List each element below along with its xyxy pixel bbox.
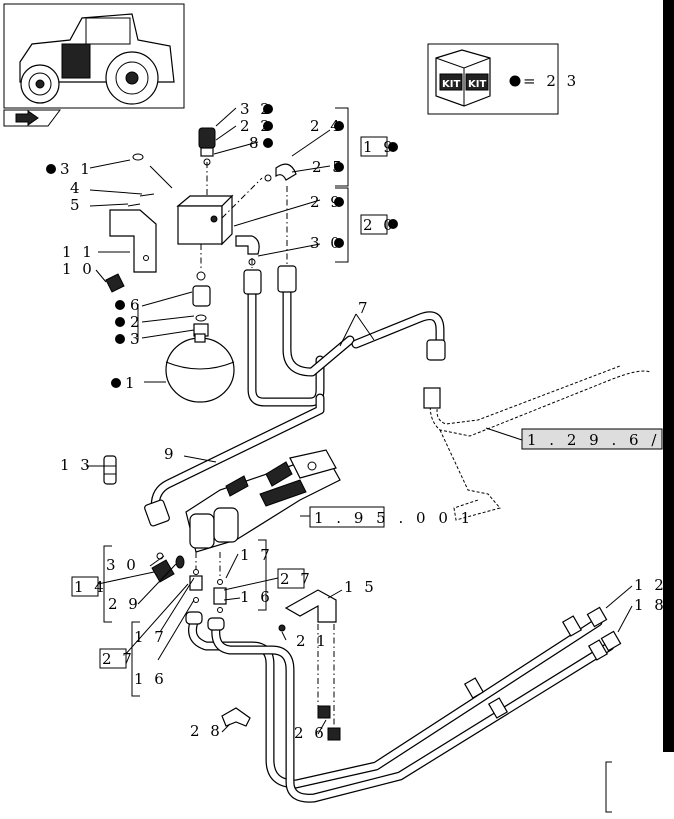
valve-block: [176, 194, 234, 246]
tractor-thumbnail[interactable]: [3, 3, 185, 109]
callout-27b[interactable]: 2 7: [99, 648, 135, 669]
callout-29b: 2 9: [108, 595, 141, 613]
svg-text:2 7: 2 7: [102, 650, 135, 668]
callout-15: 1 5: [344, 578, 377, 596]
callout-17a: 1 7: [240, 546, 273, 564]
callout-13: 1 3: [60, 456, 93, 474]
nav-arrow-box[interactable]: [3, 109, 61, 127]
callout-3: 3: [130, 330, 143, 348]
callout-24: 2 4: [310, 117, 343, 135]
callout-labels: 3 2 2 2 8 3 1 4 5 1 1 1 0 6 2 3 1 2 4 2 …: [46, 100, 667, 742]
callout-5: 5: [70, 196, 83, 214]
callout-31: 3 1: [60, 160, 93, 178]
kit-legend: KIT KIT = 2 3: [427, 43, 579, 115]
callout-25: 2 5: [312, 158, 345, 176]
callout-17b: 1 7: [134, 628, 167, 646]
reference-1-29-6-02[interactable]: 1 . 2 9 . 6 / 0 2: [521, 428, 674, 450]
kit-count-label: = 2 3: [523, 72, 579, 90]
svg-text:1 . 2 9 . 6 / 0 2: 1 . 2 9 . 6 / 0 2: [527, 431, 674, 449]
svg-text:1 9: 1 9: [363, 138, 396, 156]
svg-text:KIT: KIT: [442, 79, 460, 90]
svg-text:1 . 9 5 . 0 0 1: 1 . 9 5 . 0 0 1: [314, 509, 474, 527]
callout-16a: 1 6: [240, 588, 273, 606]
callout-1: 1: [125, 374, 138, 392]
callout-4: 4: [70, 179, 83, 197]
right-edge-bar: [663, 0, 674, 752]
kit-icon: KIT KIT: [435, 49, 491, 107]
callout-9: 9: [164, 445, 177, 463]
callout-30b: 3 0: [106, 556, 139, 574]
tractor-icon: [19, 13, 175, 105]
callout-30a: 3 0: [310, 234, 343, 252]
control-valve: [185, 449, 341, 553]
callout-22: 2 2: [240, 117, 273, 135]
callout-20[interactable]: 2 0: [360, 214, 396, 235]
callout-19[interactable]: 1 9: [360, 136, 396, 157]
callout-12: 1 2: [634, 576, 667, 594]
accumulator: [165, 333, 235, 403]
callout-16b: 1 6: [134, 670, 167, 688]
callout-2: 2: [130, 313, 143, 331]
callout-14[interactable]: 1 4: [71, 576, 107, 597]
callout-28: 2 8: [190, 722, 223, 740]
svg-text:1 4: 1 4: [74, 578, 107, 596]
leader-lines: [86, 107, 633, 735]
reference-1-95-0-01[interactable]: 1 . 9 5 . 0 0 1: [309, 506, 474, 528]
callout-27a[interactable]: 2 7: [277, 568, 313, 589]
linked-assembly-outline: [423, 365, 651, 521]
nav-arrow-icon: [15, 110, 39, 126]
callout-8: 8: [249, 134, 262, 152]
callout-32: 3 2: [240, 100, 273, 118]
callout-18: 1 8: [634, 596, 667, 614]
callout-21: 2 1: [296, 632, 329, 650]
callout-6: 6: [130, 296, 143, 314]
callout-7: 7: [358, 299, 371, 317]
pressure-switch: [198, 127, 216, 166]
callout-10: 1 0: [62, 260, 95, 278]
callout-11: 1 1: [62, 243, 95, 261]
svg-text:2 7: 2 7: [280, 570, 313, 588]
svg-text:2 0: 2 0: [363, 216, 396, 234]
callout-29a: 2 9: [310, 193, 343, 211]
svg-text:KIT: KIT: [468, 79, 486, 90]
callout-26: 2 6: [294, 724, 327, 742]
